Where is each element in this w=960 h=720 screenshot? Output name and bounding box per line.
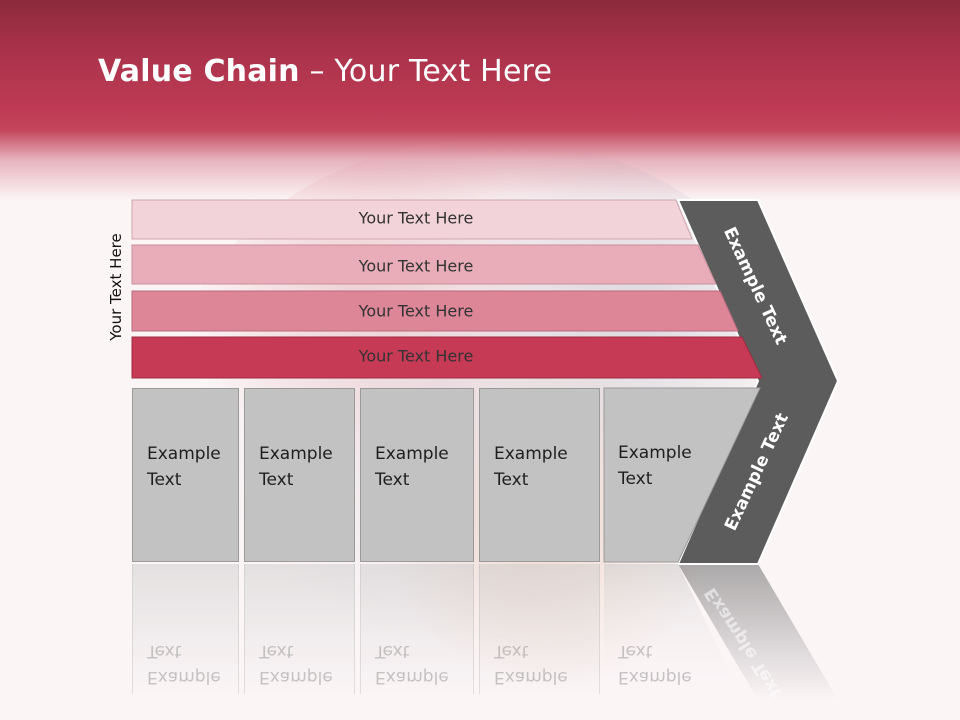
chevron-reflection — [678, 564, 838, 700]
box-5-line1: Example — [618, 443, 692, 463]
box-2-line2: Text — [259, 470, 294, 490]
box-4-reflection: Example Text — [479, 564, 600, 694]
box-2-reflection-line2: Text — [259, 641, 294, 661]
box-4-reflection-line2: Text — [494, 641, 529, 661]
box-2-reflection-line1: Example — [259, 667, 333, 687]
box-3-reflection-line1: Example — [375, 667, 449, 687]
box-5-shape[interactable] — [603, 387, 761, 563]
box-2-reflection: Example Text — [244, 564, 355, 694]
box-2-reflection-text: Example Text — [259, 638, 333, 690]
box-1-line2: Text — [147, 470, 182, 490]
title-bold: Value Chain — [98, 54, 300, 89]
box-4-line1: Example — [494, 444, 568, 464]
bar-3[interactable] — [131, 290, 739, 332]
slide-title[interactable]: Value Chain – Your Text Here — [98, 54, 552, 89]
box-5-line2: Text — [618, 469, 653, 489]
box-3-line1: Example — [375, 444, 449, 464]
box-1-reflection: Example Text — [132, 564, 239, 694]
bar-2[interactable] — [131, 244, 717, 285]
box-5-reflection-line2: Text — [618, 641, 653, 661]
box-2-line1: Example — [259, 444, 333, 464]
bar-1[interactable] — [131, 199, 693, 240]
box-3-reflection-text: Example Text — [375, 638, 449, 690]
bar-4-label: Your Text Here — [358, 347, 474, 366]
bar-2-label: Your Text Here — [358, 257, 474, 276]
box-3-reflection: Example Text — [360, 564, 474, 694]
box-5-reflection — [604, 564, 740, 694]
box-4-reflection-line1: Example — [494, 667, 568, 687]
box-1-reflection-line2: Text — [147, 641, 182, 661]
box-1-reflection-text: Example Text — [147, 638, 221, 690]
bar-4[interactable] — [131, 336, 763, 379]
box-1-reflection-line1: Example — [147, 667, 221, 687]
box-1-line1: Example — [147, 444, 221, 464]
box-5-reflection-area: Example Text — [604, 564, 704, 694]
title-rest: – Your Text Here — [299, 54, 553, 89]
header-band — [0, 0, 960, 200]
box-5-reflection-line1: Example — [618, 667, 692, 687]
box-4-line2: Text — [494, 470, 529, 490]
box-4-reflection-text: Example Text — [494, 638, 568, 690]
box-5-reflection-text: Example Text — [618, 638, 692, 690]
bar-1-label: Your Text Here — [358, 209, 474, 228]
bar-3-label: Your Text Here — [358, 302, 474, 321]
bars-group: Your Text Here Your Text Here Your Text … — [131, 199, 763, 379]
box-3-reflection-line2: Text — [375, 641, 410, 661]
box-3-line2: Text — [375, 470, 410, 490]
